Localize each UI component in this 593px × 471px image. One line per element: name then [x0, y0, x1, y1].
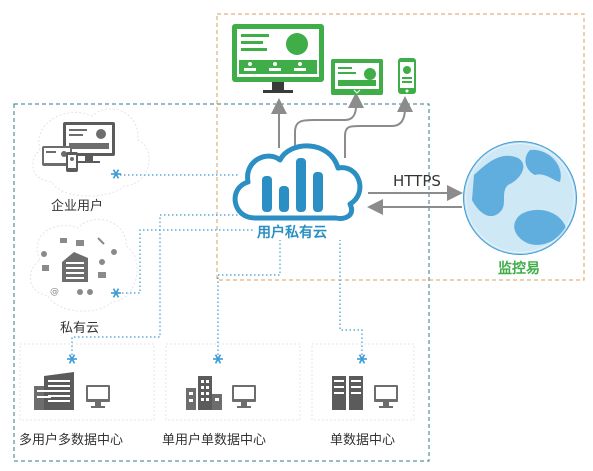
snowflake-icon [67, 169, 367, 364]
enterprise-user-label: 企业用户 [51, 199, 104, 214]
display-arrows [271, 92, 413, 158]
cloud-chart-icon [232, 143, 363, 221]
single-dc-box [311, 343, 415, 421]
server-icon [332, 376, 363, 410]
enterprise-devices-icon [42, 122, 115, 172]
single-user-dc-building-icon [186, 376, 222, 410]
private-cloud-label: 私有云 [60, 321, 100, 336]
single-user-dc-monitor-icon [232, 385, 256, 408]
multi-dc-monitor-icon [86, 385, 110, 408]
https-arrows [367, 185, 463, 215]
monitor-icon [232, 24, 324, 93]
globe-icon [463, 141, 577, 255]
single-user-single-dc-label: 单用户单数据中心 [162, 433, 267, 448]
multi-dc-box [19, 343, 155, 421]
phone-icon [398, 58, 416, 94]
multi-dc-building-icon [34, 372, 74, 410]
user-private-cloud-label: 用户私有云 [257, 225, 327, 241]
private-cloud-building-icon: @ [41, 237, 117, 297]
svg-text:@: @ [50, 287, 59, 297]
https-label: HTTPS [393, 172, 441, 190]
dotted-connectors [71, 174, 363, 355]
single-user-dc-box [165, 343, 301, 421]
tablet-icon [331, 59, 383, 95]
multi-user-multi-dc-label: 多用户多数据中心 [19, 433, 124, 448]
single-dc-label: 单数据中心 [330, 433, 396, 448]
jiankongyi-label: 监控易 [498, 261, 540, 277]
monitoring-region [216, 13, 585, 281]
single-dc-monitor-icon [374, 385, 398, 408]
private-deployment-region [13, 103, 430, 462]
enterprise-user-bubble [32, 108, 150, 197]
